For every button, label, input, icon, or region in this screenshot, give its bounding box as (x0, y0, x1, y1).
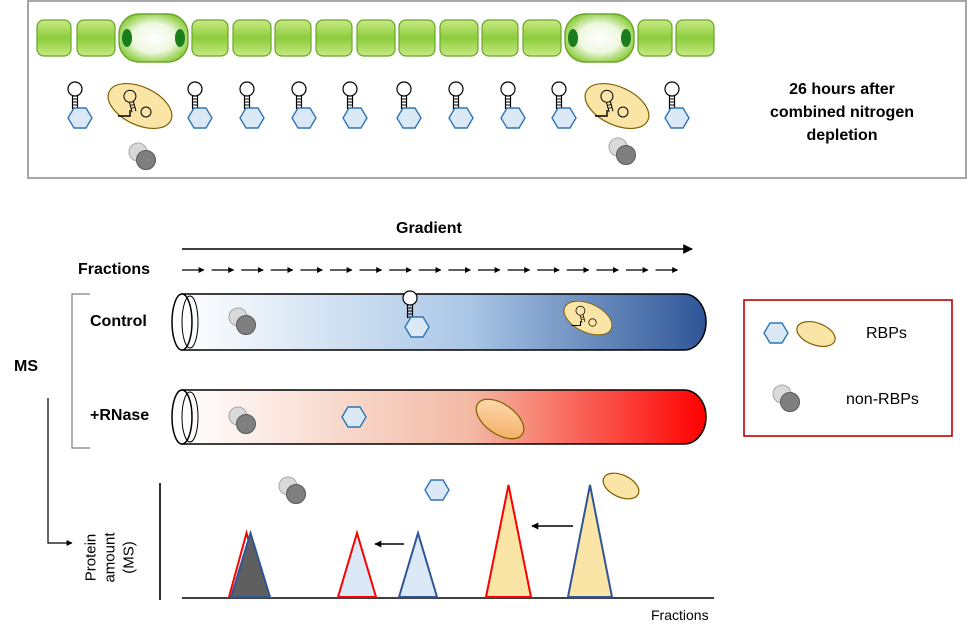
vegetative-cell (675, 19, 715, 57)
vegetative-cell (356, 19, 396, 57)
plot-y-label: Protein amount (MS) (62, 503, 152, 582)
legend-ellipse-icon (796, 321, 836, 347)
cyanobacteria-filament (36, 13, 715, 63)
legend-box (743, 299, 953, 437)
plot-non-rbp-symbol (278, 476, 306, 504)
ellipse-peak-control (566, 484, 614, 598)
legend-rbps-label: RBPs (866, 325, 907, 342)
caption-line-2: combined nitrogen (770, 104, 914, 121)
vegetative-cell (76, 19, 116, 57)
non-rbp-peak-control (229, 529, 272, 598)
plot-peaks (227, 484, 614, 598)
rnase-label: +RNase (90, 407, 150, 424)
hexagon-peak-control (397, 529, 439, 598)
caption-line-1: 26 hours after (789, 81, 895, 98)
ms-label: MS (14, 358, 38, 375)
rnase-free-ellipse (475, 398, 525, 440)
plot-x-label: Fractions (651, 607, 709, 623)
vegetative-cell (481, 19, 519, 57)
vegetative-cell (439, 19, 479, 57)
vegetative-cell (191, 19, 229, 57)
vegetative-cell (315, 19, 353, 57)
ylabel-line-2: amount (101, 532, 119, 583)
ms-connector-arrow (47, 398, 73, 546)
top-panel-caption: 26 hours after combined nitrogen depleti… (752, 78, 932, 147)
vegetative-cell (36, 19, 72, 57)
plot-ellipse-symbol (602, 472, 640, 500)
control-label: Control (90, 313, 147, 330)
gradient-label: Gradient (396, 220, 462, 237)
ellipse-peak-rnase (484, 484, 533, 598)
vegetative-cell (637, 19, 673, 57)
vegetative-cell (274, 19, 312, 57)
legend-hexagon-icon (763, 322, 789, 344)
caption-line-3: depletion (806, 127, 878, 144)
ylabel-line-3: (MS) (120, 541, 138, 574)
ylabel-line-1: Protein (82, 533, 100, 582)
rnase-free-hexagon (341, 406, 367, 428)
fractions-label: Fractions (78, 261, 151, 278)
vegetative-cell (522, 19, 562, 57)
heterocyst-cell (118, 13, 189, 63)
vegetative-cell (232, 19, 272, 57)
plot-hexagon-symbol (424, 479, 450, 501)
vegetative-cell (398, 19, 436, 57)
tubes-bracket (71, 293, 90, 449)
heterocyst-cell (564, 13, 635, 63)
legend-non-rbps-label: non-RBPs (846, 391, 919, 408)
hexagon-peak-rnase (336, 529, 378, 598)
rnase-tube (171, 389, 707, 445)
